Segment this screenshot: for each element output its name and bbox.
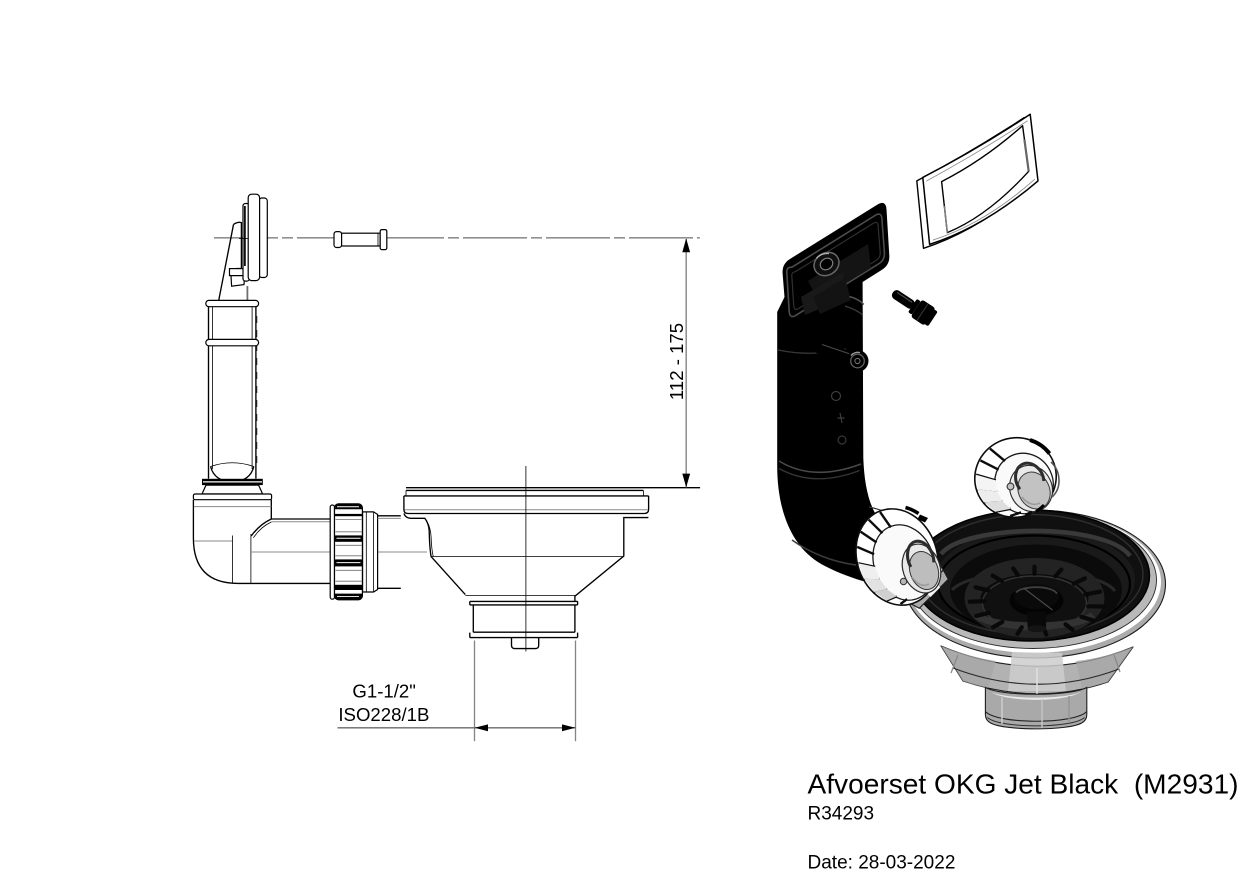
svg-text:Date: 28-03-2022: Date: 28-03-2022: [808, 853, 956, 874]
svg-text:112 - 175: 112 - 175: [666, 323, 687, 400]
svg-text:Afvoerset OKG Jet Black (M293: Afvoerset OKG Jet Black (M2931): [808, 769, 1239, 800]
svg-text:R34293: R34293: [808, 804, 875, 825]
svg-text:ISO228/1B: ISO228/1B: [338, 704, 429, 725]
svg-text:G1-1/2": G1-1/2": [352, 680, 415, 701]
